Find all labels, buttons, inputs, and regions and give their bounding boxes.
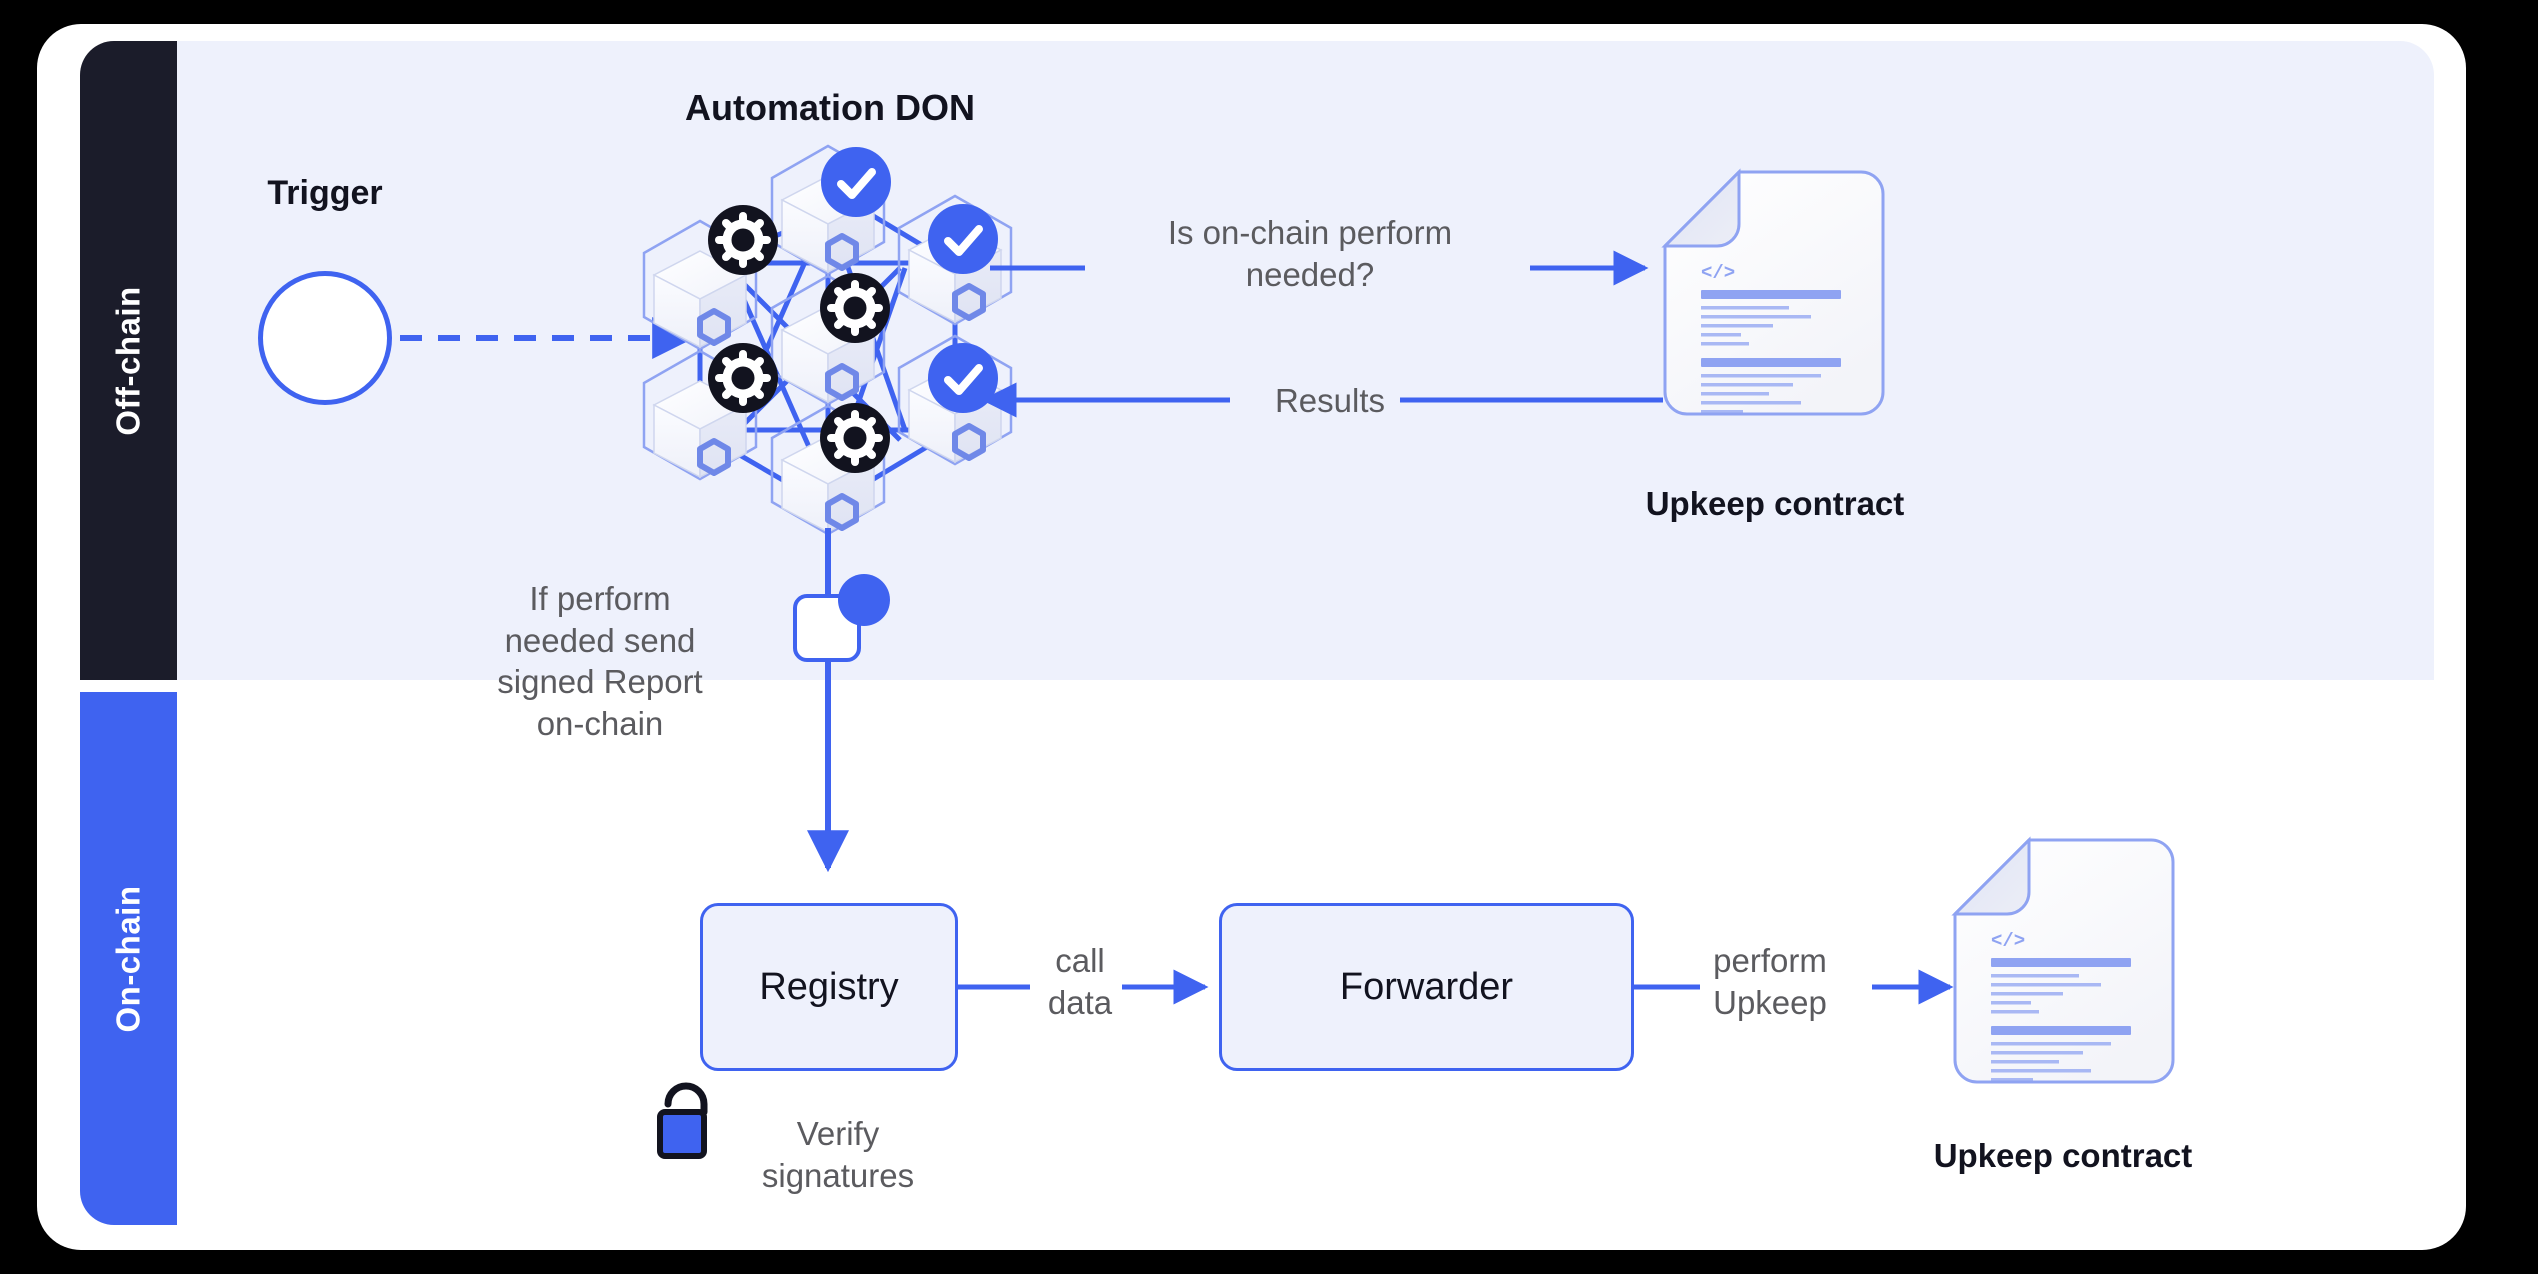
registry-box[interactable]: Registry	[700, 903, 958, 1071]
upkeep-contract-label-onchain: Upkeep contract	[1933, 1137, 2193, 1174]
don-title: Automation DON	[685, 87, 975, 128]
band-on-chain: On-chain	[80, 692, 177, 1225]
trigger-label: Trigger	[267, 174, 383, 212]
upkeep-contract-label-offchain: Upkeep contract	[1645, 485, 1905, 522]
perform-upkeep-label: perform Upkeep	[1713, 942, 1827, 1021]
send-signed-report-label: If perform needed send signed Report on-…	[497, 580, 703, 742]
results-label: Results	[1274, 382, 1386, 419]
verify-signatures-label: Verify signatures	[761, 1115, 915, 1194]
forwarder-label: Forwarder	[1339, 965, 1514, 1008]
call-data-label: call data	[1047, 942, 1113, 1021]
offchain-panel	[175, 41, 2434, 680]
is-on-chain-perform-needed-label: Is on-chain perform needed?	[1167, 214, 1453, 293]
trigger-clock-circle	[258, 271, 392, 405]
forwarder-box[interactable]: Forwarder	[1219, 903, 1634, 1071]
band-off-chain-label: Off-chain	[109, 285, 147, 436]
signed-report-lock-badge	[838, 574, 890, 626]
band-on-chain-label: On-chain	[109, 884, 147, 1033]
registry-label: Registry	[759, 965, 899, 1008]
band-off-chain: Off-chain	[80, 41, 177, 680]
